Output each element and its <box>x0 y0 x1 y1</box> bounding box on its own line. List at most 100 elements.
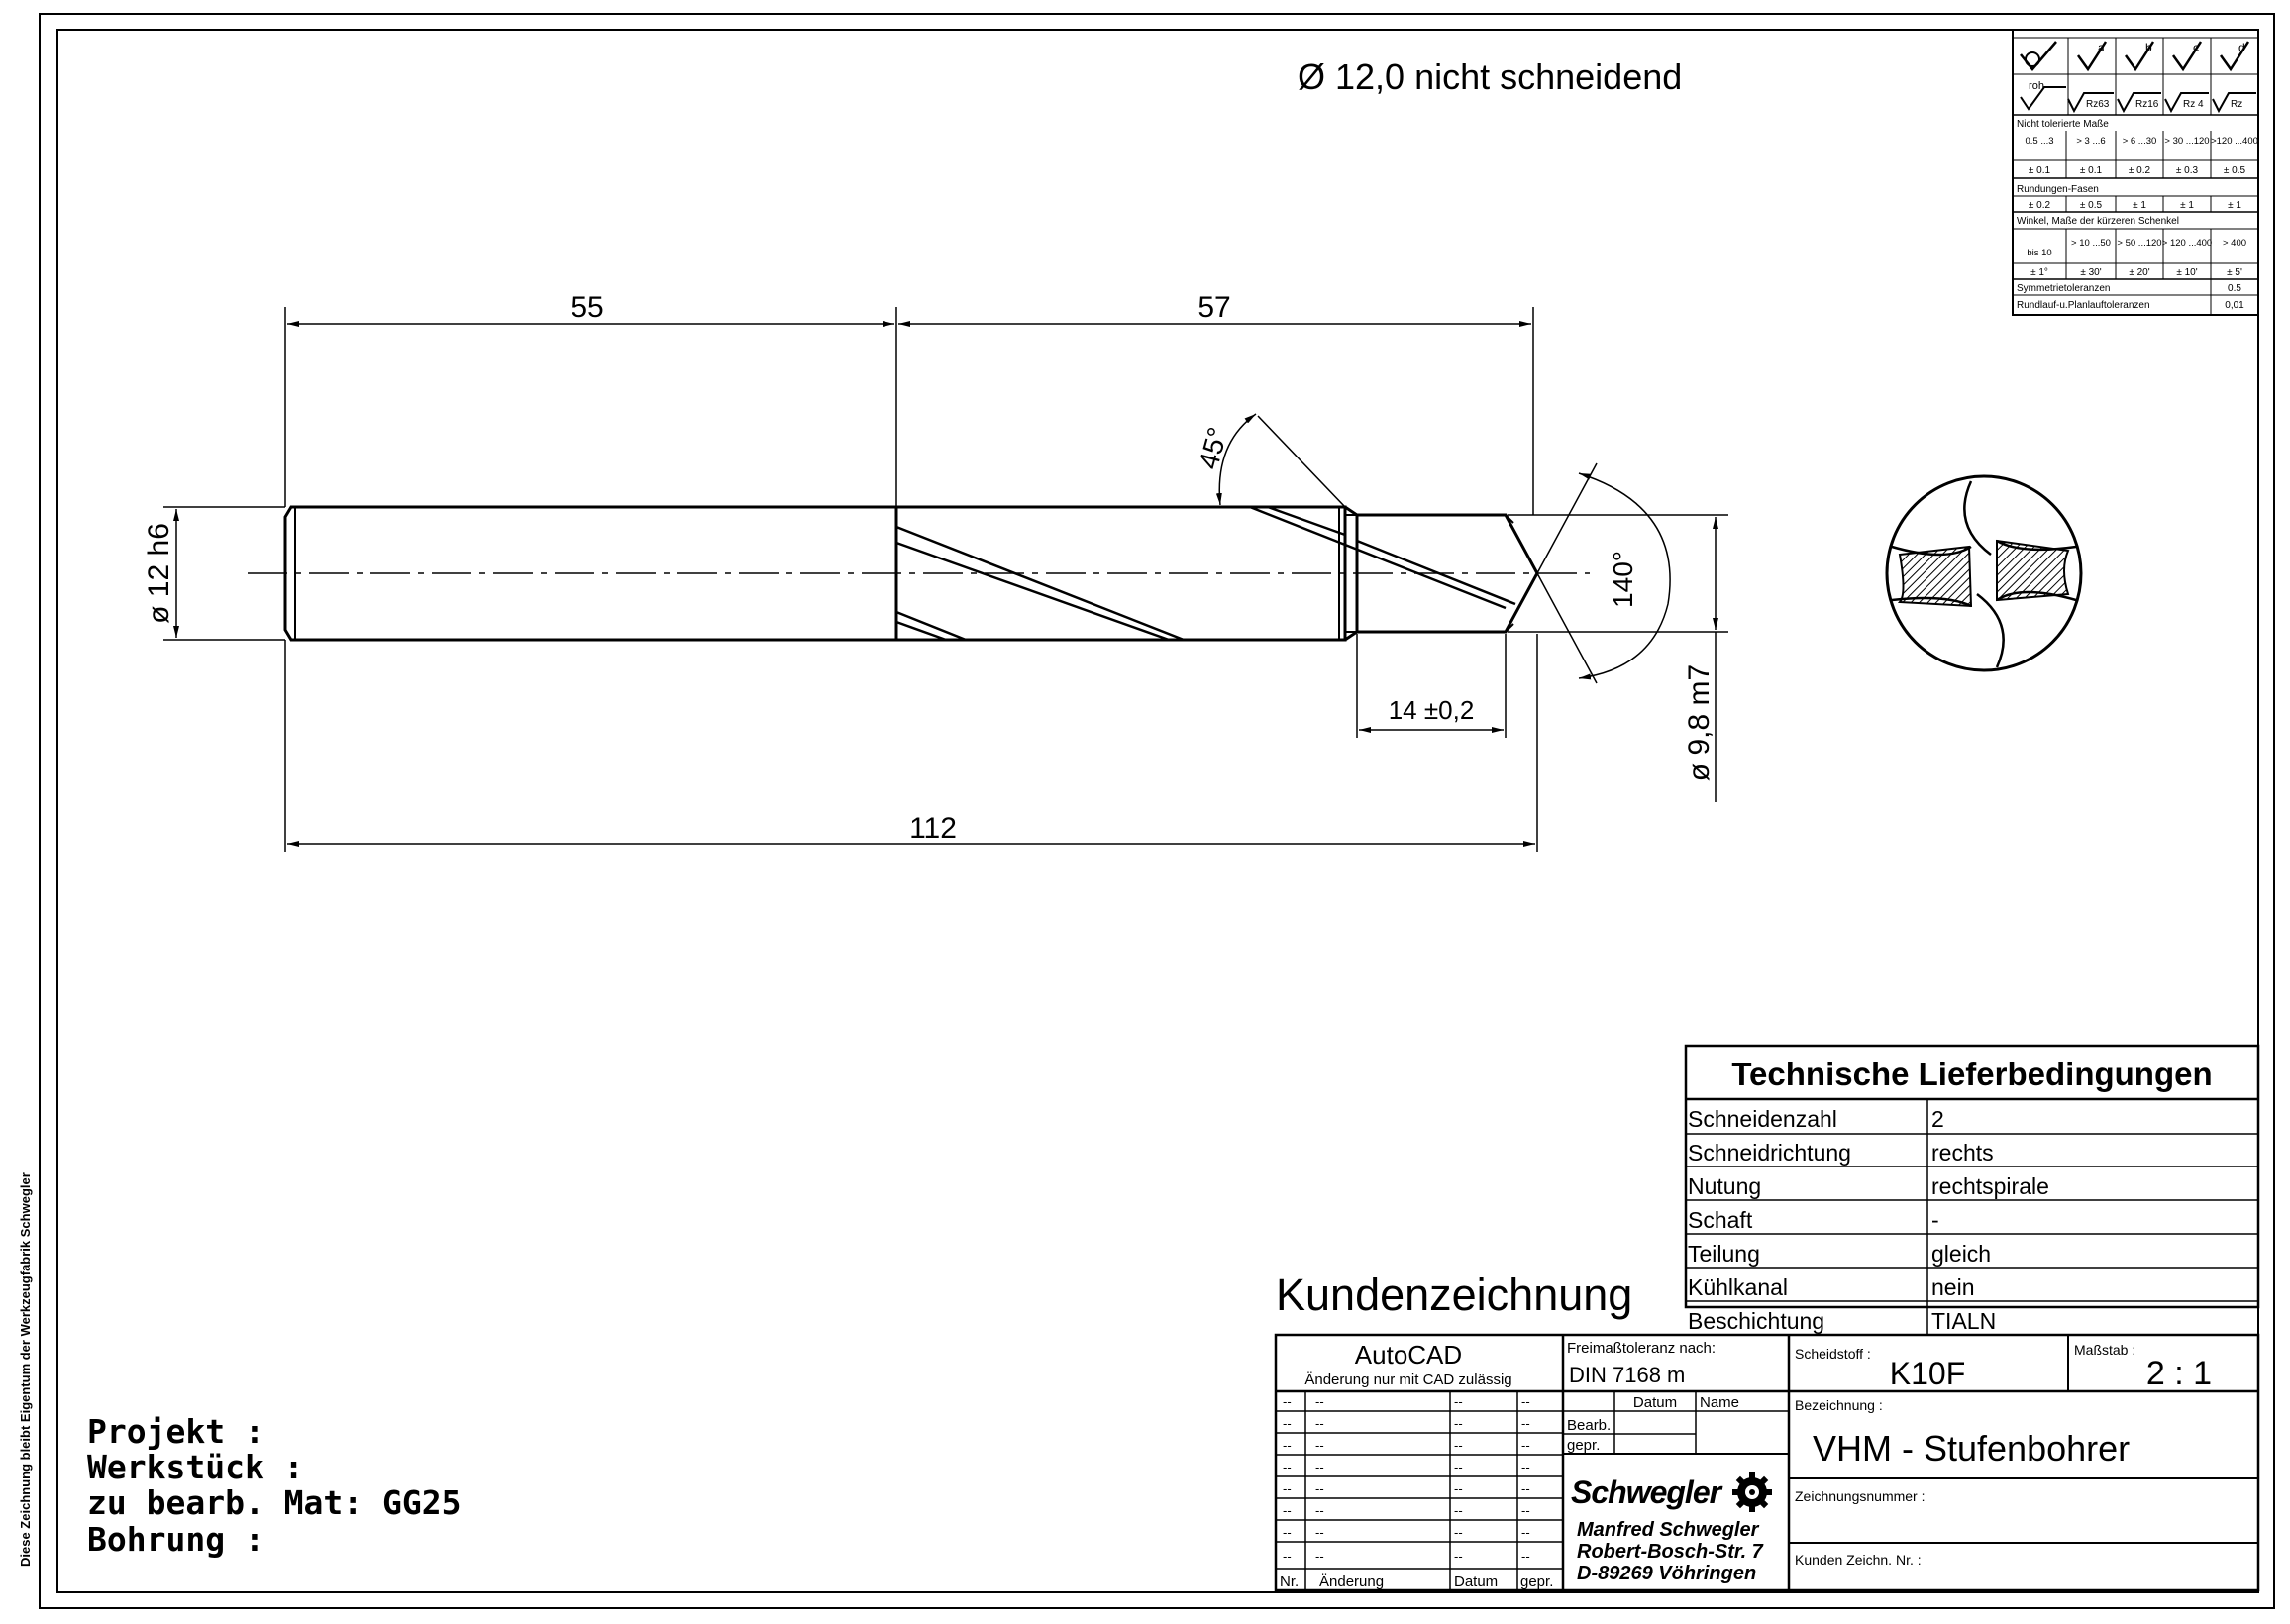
rev-nr-8: -- <box>1283 1549 1292 1564</box>
revision-rows: -- -- -- -- -- -- -- -- -- -- -- -- -- -… <box>1283 1394 1530 1564</box>
rev-check-2: -- <box>1521 1416 1530 1431</box>
title-block: AutoCAD Änderung nur mit CAD zulässig Fr… <box>1274 1333 2260 1592</box>
angle-tol-2: ± 20' <box>2129 267 2149 278</box>
delivery-value-1: rechts <box>1931 1140 1994 1166</box>
rev-check-1: -- <box>1521 1394 1530 1409</box>
rev-change-3: -- <box>1315 1438 1324 1453</box>
rev-check-4: -- <box>1521 1460 1530 1474</box>
letter-d: d <box>2238 41 2245 54</box>
rev-header-check: gepr. <box>1520 1573 1553 1590</box>
range-2: > 6 ...30 <box>2123 136 2157 147</box>
rev-nr-1: -- <box>1283 1394 1292 1409</box>
delivery-label-1: Schneidrichtung <box>1688 1140 1851 1166</box>
range-4: >120 ...400 <box>2211 136 2258 147</box>
rev-change-2: -- <box>1315 1416 1324 1431</box>
fillet-tol-2: ± 1 <box>2133 200 2146 211</box>
rev-check-3: -- <box>1521 1438 1530 1453</box>
company-city: D-89269 Vöhringen <box>1577 1563 1756 1584</box>
angle-tol-0: ± 1° <box>2030 267 2048 278</box>
material-value: K10F <box>1890 1356 1965 1391</box>
letter-a: a <box>2098 41 2105 54</box>
rev-check-8: -- <box>1521 1549 1530 1564</box>
rev-date-4: -- <box>1454 1460 1463 1474</box>
scale-label: Maßstab : <box>2074 1342 2135 1358</box>
company-street: Robert-Bosch-Str. 7 <box>1577 1541 1764 1563</box>
free-tolerance-value: DIN 7168 m <box>1569 1363 1685 1387</box>
rev-date-3: -- <box>1454 1438 1463 1453</box>
range-tol-1: ± 0.1 <box>2080 165 2103 176</box>
roughness-b: Rz16 <box>2135 99 2159 110</box>
dim-57: 57 <box>1197 291 1230 324</box>
company-name: Manfred Schwegler <box>1577 1519 1760 1541</box>
rev-header-change: Änderung <box>1319 1573 1384 1590</box>
delivery-value-3: - <box>1931 1207 1939 1233</box>
delivery-label-2: Nutung <box>1688 1173 1761 1199</box>
rev-nr-6: -- <box>1283 1503 1292 1518</box>
range-tol-0: ± 0.1 <box>2029 165 2051 176</box>
rev-date-5: -- <box>1454 1481 1463 1496</box>
dimension-lines <box>163 307 1728 852</box>
symmetry-value: 0.5 <box>2228 283 2241 294</box>
delivery-label-4: Teilung <box>1688 1241 1760 1267</box>
letter-c: c <box>2193 41 2199 54</box>
rough-label: roh <box>2029 80 2044 92</box>
rev-date-2: -- <box>1454 1416 1463 1431</box>
rev-check-7: -- <box>1521 1525 1530 1540</box>
fillet-title: Rundungen-Fasen <box>2017 184 2099 195</box>
angle-tol-1: ± 30' <box>2080 267 2101 278</box>
rev-nr-5: -- <box>1283 1481 1292 1496</box>
rev-date-7: -- <box>1454 1525 1463 1540</box>
flute-line <box>895 525 1185 642</box>
dim-angle-45: 45° <box>1193 424 1233 472</box>
roughness-c: Rz 4 <box>2183 99 2204 110</box>
cad-note: Änderung nur mit CAD zulässig <box>1304 1371 1511 1388</box>
outer-frame <box>39 13 2275 1609</box>
rev-nr-7: -- <box>1283 1525 1292 1540</box>
delivery-label-5: Kühlkanal <box>1688 1274 1788 1300</box>
inner-frame <box>56 29 2259 1593</box>
rev-change-1: -- <box>1315 1394 1324 1409</box>
roughness-a: Rz63 <box>2086 99 2110 110</box>
delivery-value-0: 2 <box>1931 1106 1944 1132</box>
rev-change-4: -- <box>1315 1460 1324 1474</box>
dim-dia-9-8: ø 9,8 m7 <box>1683 664 1716 781</box>
angle-title: Winkel, Maße der kürzeren Schenkel <box>2017 216 2179 227</box>
symmetry-label: Symmetrietoleranzen <box>2017 283 2110 294</box>
dim-112: 112 <box>909 812 957 845</box>
dim-dia-12: ø 12 h6 <box>143 523 175 624</box>
delivery-table: Technische Lieferbedingungen Schneidenza… <box>1684 1044 2260 1335</box>
rev-header-date: Datum <box>1454 1573 1498 1590</box>
rev-change-5: -- <box>1315 1481 1324 1496</box>
angle-tol-3: ± 10' <box>2176 267 2197 278</box>
date-header: Datum <box>1633 1394 1677 1411</box>
tolerance-table: roh a b c d Rz63 Rz16 Rz 4 Rz Nicht tole… <box>2012 29 2259 316</box>
angle-tol-4: ± 5' <box>2227 267 2242 278</box>
runout-label: Rundlauf-u.Planlauftoleranzen <box>2017 300 2150 311</box>
rev-date-6: -- <box>1454 1503 1463 1518</box>
fillet-tol-3: ± 1 <box>2180 200 2194 211</box>
bearb-label: Bearb. <box>1567 1417 1611 1434</box>
range-1: > 3 ...6 <box>2076 136 2105 147</box>
rev-change-8: -- <box>1315 1549 1324 1564</box>
customer-number-label: Kunden Zeichn. Nr. : <box>1795 1552 1922 1568</box>
material-info: zu bearb. Mat: GG25 <box>87 1483 462 1522</box>
drill-end-view <box>1885 474 2083 672</box>
range-3: > 30 ...120 <box>2164 136 2209 147</box>
rev-change-7: -- <box>1315 1525 1324 1540</box>
gear-icon <box>1732 1472 1772 1512</box>
angle-range-1: > 10 ...50 <box>2071 238 2111 249</box>
fillet-tol-4: ± 1 <box>2228 200 2241 211</box>
name-header: Name <box>1700 1394 1739 1411</box>
delivery-value-4: gleich <box>1931 1241 1991 1267</box>
angle-range-3: > 120 ...400 <box>2162 238 2212 249</box>
dim-55: 55 <box>571 291 603 324</box>
dim-angle-140: 140° <box>1608 551 1638 608</box>
fillet-tol-1: ± 0.5 <box>2080 200 2103 211</box>
rev-date-1: -- <box>1454 1394 1463 1409</box>
bore-label: Bohrung : <box>87 1520 264 1559</box>
drawing-type: Kundenzeichnung <box>1276 1269 1632 1320</box>
designation-label: Bezeichnung : <box>1795 1397 1883 1413</box>
roughness-d: Rz <box>2231 99 2242 110</box>
rev-nr-4: -- <box>1283 1460 1292 1474</box>
